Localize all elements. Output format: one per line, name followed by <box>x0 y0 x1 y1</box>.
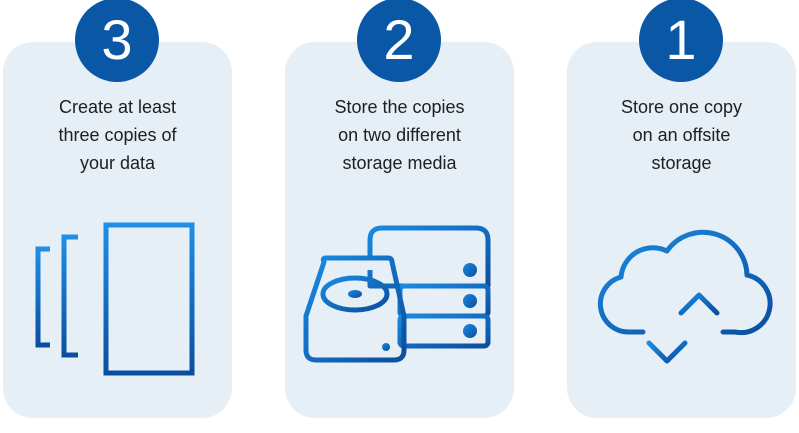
cloud-sync-icon <box>597 229 773 364</box>
step-description: Store the copies on two different storag… <box>334 97 465 173</box>
step-number-badge: 3 <box>75 0 159 82</box>
copies-icon <box>35 222 195 376</box>
step-card-offsite <box>567 42 796 418</box>
storage-media-icon <box>303 225 491 363</box>
step-description: Store one copy on an offsite storage <box>620 97 743 173</box>
step-number-badge: 2 <box>357 0 441 82</box>
step-number-badge: 1 <box>639 0 723 82</box>
step-description: Create at least three copies of your dat… <box>58 97 177 173</box>
